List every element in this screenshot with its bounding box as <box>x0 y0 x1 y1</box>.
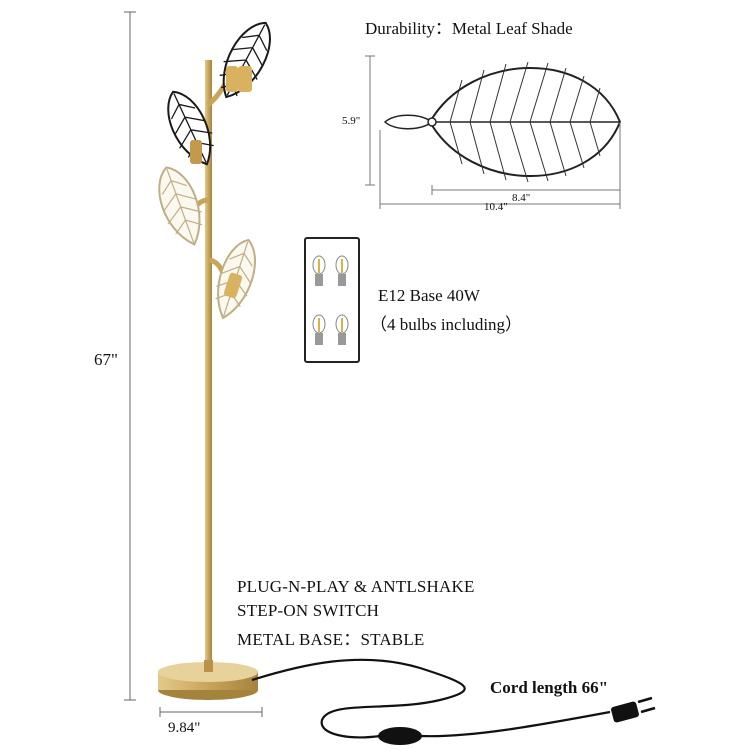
leaf-shade-bottom <box>215 238 256 320</box>
power-cord <box>251 658 611 739</box>
step-on-switch <box>378 727 422 745</box>
plug-icon <box>611 696 656 723</box>
feature-step-on-switch: STEP-ON SWITCH <box>237 601 380 620</box>
bulb-box <box>304 237 360 363</box>
leaf-height-label: 5.9" <box>342 115 361 127</box>
leaf-total-length-label: 10.4" <box>484 201 508 213</box>
feature-plug-n-play: PLUG-N-PLAY & ANTLSHAKE <box>237 577 475 596</box>
height-dimension-line <box>124 11 136 701</box>
lamp-height-label: 67" <box>94 350 118 369</box>
base-width-dimension-line <box>159 707 263 717</box>
leaf-dimension-lines <box>365 55 621 209</box>
bulb-socket <box>190 140 202 164</box>
leaf-detail-diagram <box>383 61 622 183</box>
cord-length-label: Cord length 66" <box>490 678 609 697</box>
bulb-socket <box>226 66 238 92</box>
base-width-label: 9.84" <box>168 720 201 736</box>
feature-metal-base: METAL BASE：STABLE <box>237 630 425 649</box>
leaf-inner-length-label: 8.4" <box>512 192 531 204</box>
bulb-icons <box>312 255 349 345</box>
leaf-shade-third <box>158 166 203 246</box>
bulb-spec-label: E12 Base 40W <box>378 286 480 305</box>
durability-heading: Durability：Metal Leaf Shade <box>365 19 573 38</box>
bulb-count-label: （4 bulbs including） <box>370 315 523 334</box>
lamp-base <box>158 660 258 700</box>
